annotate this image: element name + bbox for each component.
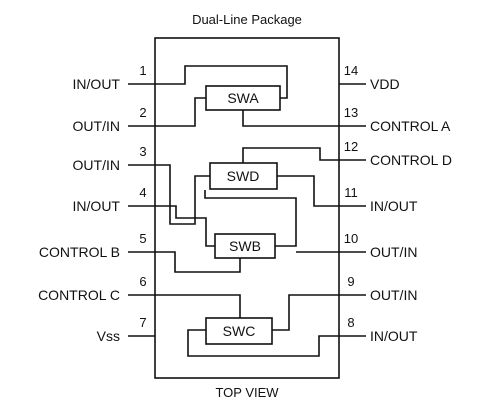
pin-number: 2: [139, 105, 146, 120]
pin-number: 3: [139, 144, 146, 159]
pin-number: 12: [344, 139, 358, 154]
wire-pin3-swd: [155, 164, 210, 225]
wire-swb-pin10: [204, 190, 297, 247]
switch-box: [205, 85, 281, 111]
wire-swa-control-a: [242, 110, 339, 127]
package-title: Dual-Line Package: [192, 12, 302, 27]
pin-label: IN/OUT: [73, 198, 121, 214]
wire-swd-pin11: [277, 175, 339, 207]
pin-number: 11: [344, 185, 358, 200]
pin-number: 6: [139, 274, 146, 289]
footer-caption: TOP VIEW: [215, 385, 279, 400]
pin-label: IN/OUT: [370, 198, 418, 214]
pin-number: 7: [139, 315, 146, 330]
switch-label: SWC: [223, 323, 256, 339]
switch-swa: SWA: [205, 85, 281, 111]
pin-label: CONTROL D: [370, 152, 452, 168]
right-pin-labels: 14 VDD 13 CONTROL A 12 CONTROL D 11 IN/O…: [344, 63, 452, 344]
pin-number: 4: [139, 185, 146, 200]
left-pin-leads: [128, 83, 155, 337]
pin-label: OUT/IN: [370, 287, 417, 303]
pin-number: 5: [139, 231, 146, 246]
pin-label: OUT/IN: [73, 157, 120, 173]
pin-number: 10: [344, 231, 358, 246]
switch-box: [209, 162, 278, 190]
switch-box: [214, 233, 276, 259]
pin-label: CONTROL A: [370, 118, 451, 134]
switch-label: SWD: [227, 168, 260, 184]
switch-box: [205, 317, 273, 345]
pin-number: 9: [347, 274, 354, 289]
pin-label: OUT/IN: [73, 118, 120, 134]
wire-swa-pin2: [155, 97, 206, 127]
wire-swb-control-b: [155, 251, 241, 273]
left-pin-labels: 1 IN/OUT 2 OUT/IN 3 OUT/IN 4 IN/OUT 5 CO…: [38, 63, 147, 344]
wire-pin4-swb: [155, 205, 215, 247]
pin-number: 13: [344, 105, 358, 120]
pin-number: 8: [347, 315, 354, 330]
right-pin-leads: [339, 83, 366, 337]
package-body: [154, 37, 340, 379]
pin-number: 1: [139, 63, 146, 78]
pin-number: 14: [344, 63, 358, 78]
wire-swc-control-c: [155, 294, 241, 318]
switch-label: SWA: [227, 90, 259, 106]
pin-label: OUT/IN: [370, 244, 417, 260]
internal-wiring: [155, 65, 339, 357]
pin-label: IN/OUT: [370, 328, 418, 344]
wire-swc-pin9: [272, 294, 339, 331]
pin-label: VDD: [370, 76, 400, 92]
switch-label: SWB: [229, 238, 261, 254]
wire-swd-control-d: [242, 147, 339, 163]
pin-label: IN/OUT: [73, 76, 121, 92]
switch-swd: SWD: [209, 162, 278, 190]
pin-label: Vss: [97, 328, 120, 344]
wire-swc-pin8: [187, 329, 339, 357]
wire-pin1-swa: [155, 65, 288, 99]
pin-label: CONTROL B: [39, 244, 120, 260]
pin-label: CONTROL C: [38, 287, 120, 303]
switch-swc: SWC: [205, 317, 273, 345]
switch-swb: SWB: [214, 233, 276, 259]
